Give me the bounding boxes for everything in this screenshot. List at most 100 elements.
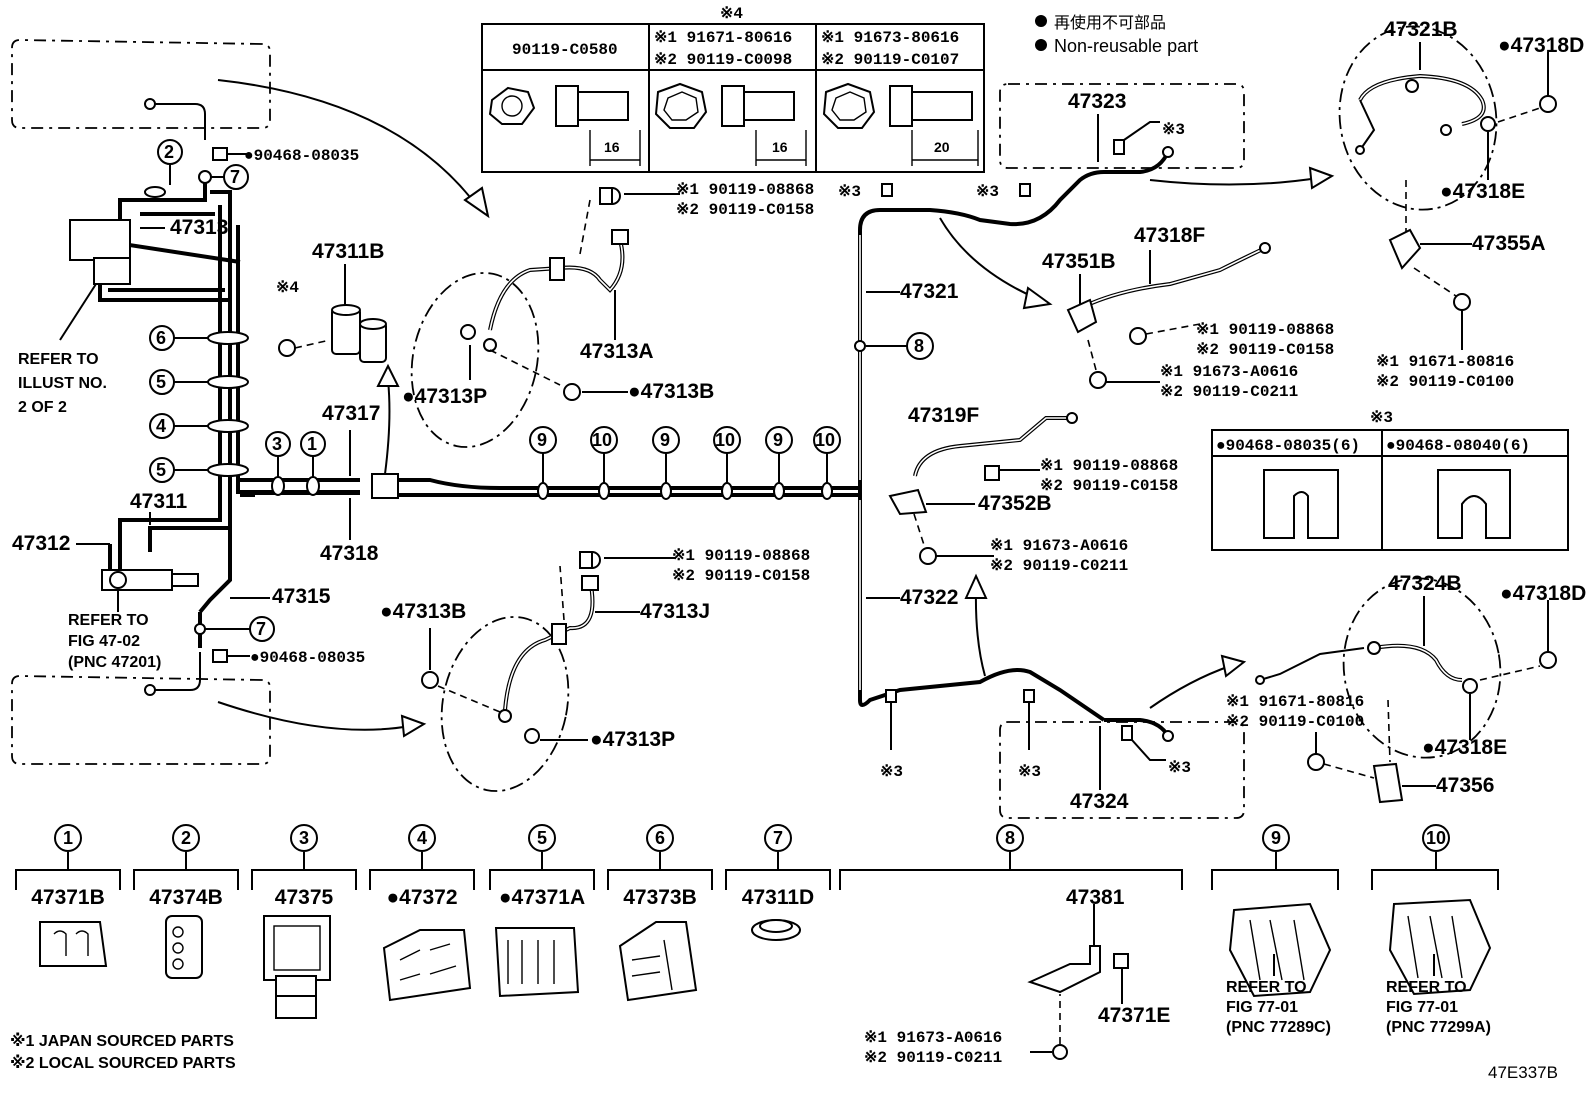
label-47318E-bot: ●47318E <box>1422 736 1507 759</box>
label-47313: 47313 <box>170 216 228 239</box>
label-bolt3a: ※1 90119-08868 <box>1196 321 1334 339</box>
label-bolt9b: ※2 90119-C0211 <box>864 1049 1002 1067</box>
label-47315: 47315 <box>272 585 331 608</box>
label-47371E: 47371E <box>1098 1004 1170 1027</box>
refer-9-2: FIG 77-01 <box>1226 999 1298 1016</box>
label-47381: 47381 <box>1066 886 1125 909</box>
arrow-upper <box>217 79 481 211</box>
legend-callout-9 <box>1262 824 1290 852</box>
reference-outline-top <box>11 39 271 129</box>
front-hose-top <box>150 103 206 140</box>
svg-text:9: 9 <box>660 430 670 450</box>
label-x3-b: ※3 <box>976 183 999 201</box>
legend-callout-2 <box>172 824 200 852</box>
legend-callout-7 <box>764 824 792 852</box>
label-bolt4b: ※2 90119-C0211 <box>1160 383 1298 401</box>
label-47312: 47312 <box>12 532 70 555</box>
label-bolt2a: ※1 90119-08868 <box>672 547 810 565</box>
legend-part-4: ●47372 <box>386 886 457 909</box>
detail-circle-upper-left <box>410 272 540 448</box>
refer-illust-2: ILLUST NO. <box>18 375 107 392</box>
label-47352B: 47352B <box>978 492 1052 515</box>
label-47313B-top: ●47313B <box>628 380 714 403</box>
label-47319F: 47319F <box>908 404 979 427</box>
legend-part-1: 47371B <box>31 886 105 909</box>
label-47318D-bot: ●47318D <box>1500 582 1586 605</box>
label-bolt1b: ※2 90119-C0158 <box>676 201 814 219</box>
svg-text:10: 10 <box>592 430 612 450</box>
svg-text:8: 8 <box>914 336 924 356</box>
legend-part-2: 47374B <box>149 886 223 909</box>
label-47317: 47317 <box>322 402 380 425</box>
label-47313A: 47313A <box>580 340 654 363</box>
clamp-drawings <box>39 898 1492 1060</box>
legend-part-5: ●47371A <box>499 886 585 909</box>
refer-illust-1: REFER TO <box>18 351 99 368</box>
label-47324: 47324 <box>1070 790 1129 813</box>
legend-jp: 再使用不可部品 <box>1054 14 1166 32</box>
footnote-2: ※2 LOCAL SOURCED PARTS <box>10 1054 236 1072</box>
bolt-col2b: ※2 90119-C0098 <box>654 51 792 69</box>
label-47318D-top: ●47318D <box>1498 34 1584 57</box>
svg-text:4: 4 <box>156 416 166 436</box>
master-cylinder <box>101 569 199 612</box>
label-x4: ※4 <box>276 279 299 297</box>
legend-callout-num-8: 8 <box>1005 828 1015 848</box>
label-47356: 47356 <box>1436 774 1494 797</box>
legend-callout-10 <box>1422 824 1450 852</box>
label-47322: 47322 <box>900 586 958 609</box>
legend-callout-num-3: 3 <box>299 828 309 848</box>
label-x3-c: ※3 <box>880 763 903 781</box>
svg-text:10: 10 <box>815 430 835 450</box>
legend-callout-num-7: 7 <box>773 828 783 848</box>
clip-marks: ※3 ※3 ※3 ※3 <box>838 183 1041 781</box>
label-47321: 47321 <box>900 280 959 303</box>
label-47313J: 47313J <box>640 600 710 623</box>
clip-col2: ●90468-08040(6) <box>1386 437 1530 455</box>
part-47311B <box>331 304 387 363</box>
refer-10-2: FIG 77-01 <box>1386 999 1458 1016</box>
label-47355A: 47355A <box>1472 232 1546 255</box>
label-bolt6a: ※1 91673-A0616 <box>990 537 1128 555</box>
refer-fig-1: REFER TO <box>68 612 149 629</box>
svg-text:10: 10 <box>715 430 735 450</box>
clip-table-marker: ※3 <box>1370 409 1393 427</box>
bolt-col3b: ※2 90119-C0107 <box>821 51 959 69</box>
footnote-1: ※1 JAPAN SOURCED PARTS <box>10 1032 234 1050</box>
legend-callout-5 <box>528 824 556 852</box>
label-bolt2b: ※2 90119-C0158 <box>672 567 810 585</box>
clip-col1: ●90468-08035(6) <box>1216 437 1360 455</box>
refer-fig-2: FIG 47-02 <box>68 633 140 650</box>
rail-clamps: 9 10 9 10 9 10 <box>529 426 841 500</box>
label-90468-top: ●90468-08035 <box>244 147 359 165</box>
label-47313P-bot: ●47313P <box>590 728 675 751</box>
refer-10-1: REFER TO <box>1386 979 1467 996</box>
bolt-len2: 16 <box>772 139 788 155</box>
legend-callout-num-5: 5 <box>537 828 547 848</box>
bolt-len3: 20 <box>934 139 950 155</box>
label-47318E-top: ●47318E <box>1440 180 1525 203</box>
reference-outline-bot <box>11 675 271 765</box>
legend-callout-3 <box>290 824 318 852</box>
legend-part-3: 47375 <box>275 886 334 909</box>
label-47311: 47311 <box>130 490 188 513</box>
svg-text:9: 9 <box>537 430 547 450</box>
legend-en: Non-reusable part <box>1054 36 1198 56</box>
bolt-col3a: ※1 91673-80616 <box>821 29 959 47</box>
label-bolt7b: ※2 90119-C0100 <box>1376 373 1514 391</box>
label-47318: 47318 <box>320 542 379 565</box>
bolt-table-marker: ※4 <box>720 5 743 23</box>
label-bolt5b: ※2 90119-C0158 <box>1040 477 1178 495</box>
label-47323: 47323 <box>1068 90 1126 113</box>
legend-callout-num-1: 1 <box>63 828 73 848</box>
label-47313B-bot: ●47313B <box>380 600 466 623</box>
refer-fig-3: (PNC 47201) <box>68 654 161 671</box>
legend-bullet-2 <box>1035 39 1047 51</box>
outline-47323 <box>999 83 1245 169</box>
refer-10-3: (PNC 77299A) <box>1386 1019 1491 1036</box>
legend-callout-num-2: 2 <box>181 828 191 848</box>
refer-9-3: (PNC 77289C) <box>1226 1019 1331 1036</box>
